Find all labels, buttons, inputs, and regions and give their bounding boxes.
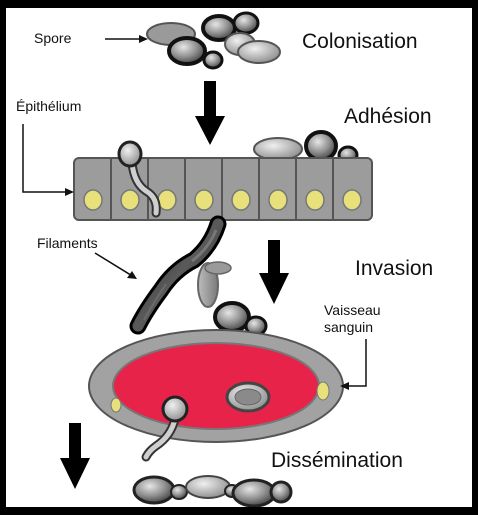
stage-dissemination: Dissémination: [271, 449, 403, 473]
blood-vessel: [89, 330, 343, 457]
stage-colonisation: Colonisation: [302, 30, 418, 54]
down-arrow-2: [259, 240, 289, 304]
stage-invasion: Invasion: [355, 257, 433, 281]
spore-cluster-colonisation: [147, 13, 280, 68]
vessel-label-line2: sanguin: [324, 319, 373, 335]
down-arrow-1: [195, 81, 225, 145]
down-arrow-3: [60, 423, 90, 489]
filaments-pointer: [95, 253, 137, 279]
epithelium-pointer: [23, 124, 74, 196]
filaments-label: Filaments: [37, 235, 98, 251]
epithelium-layer: [74, 158, 372, 220]
epithelium-label: Épithélium: [16, 98, 81, 114]
stage-adhesion: Adhésion: [344, 105, 432, 129]
spore-pointer-arrow: [105, 35, 148, 43]
vessel-label-line1: Vaisseau: [324, 302, 381, 318]
diagram-panel: Spore Colonisation Épithélium Adhésion F…: [6, 8, 472, 507]
spore-chain-dissemination: [134, 476, 291, 506]
vessel-pointer: [340, 339, 366, 390]
spore-label: Spore: [34, 30, 71, 46]
